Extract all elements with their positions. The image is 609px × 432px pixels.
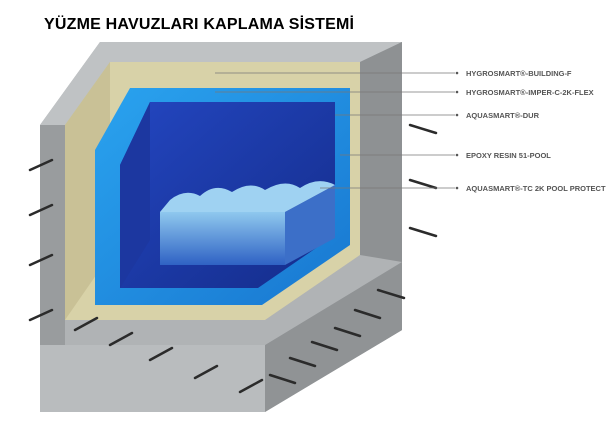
concrete-slab-top: [65, 255, 402, 345]
concrete-top-edge: [40, 42, 402, 125]
leader-lines: [215, 72, 455, 189]
water-block-right: [285, 185, 335, 265]
water-block-front: [160, 212, 285, 265]
layer-label-building-f: HYGROSMART®-BUILDING-F: [466, 69, 572, 78]
layer-label-imper-flex: HYGROSMART®-IMPER-C-2K-FLEX: [466, 88, 594, 97]
layer-label-pool-protect: AQUASMART®-TC 2K POOL PROTECT: [466, 184, 606, 193]
layer-label-epoxy: EPOXY RESIN 51-POOL: [466, 151, 551, 160]
layer-label-aquasmart-dur: AQUASMART®-DUR: [466, 111, 540, 120]
concrete-slab-right: [265, 262, 402, 412]
concrete-left-face: [40, 125, 65, 345]
concrete-slab-front: [40, 345, 265, 412]
water-surface: [160, 181, 335, 212]
rebar-group: [28, 123, 438, 394]
diagram-title: YÜZME HAVUZLARI KAPLAMA SİSTEMİ: [44, 16, 355, 33]
